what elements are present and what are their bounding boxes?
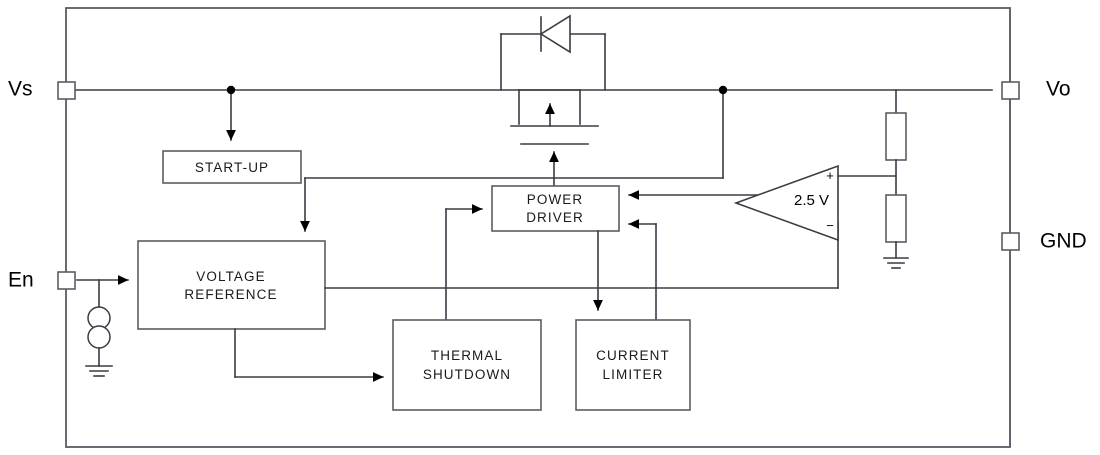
feedback-resistor-top xyxy=(885,112,907,161)
block-startup[interactable] xyxy=(162,150,302,184)
block-voltage-reference-label-2: REFERENCE xyxy=(184,287,277,302)
junction-dot-vs-startup xyxy=(226,85,236,95)
pin-pad-vs[interactable] xyxy=(57,81,76,100)
block-power-driver[interactable] xyxy=(491,185,620,232)
pin-pad-vo[interactable] xyxy=(1001,81,1020,100)
pin-pad-gnd[interactable] xyxy=(1001,232,1020,251)
block-voltage-reference-label-1: VOLTAGE xyxy=(196,269,265,284)
block-thermal-shutdown[interactable] xyxy=(392,319,542,411)
junction-dot-output-sense xyxy=(718,85,728,95)
pin-label-gnd: GND xyxy=(1040,230,1087,253)
pin-pad-en[interactable] xyxy=(57,271,76,290)
block-startup-label: START-UP xyxy=(195,160,269,175)
feedback-resistor-bottom xyxy=(885,194,907,243)
pin-label-vo: Vo xyxy=(1046,78,1071,101)
block-power-driver-label-2: DRIVER xyxy=(526,210,584,225)
block-current-limiter[interactable] xyxy=(575,319,691,411)
block-power-driver-label-1: POWER xyxy=(527,192,584,207)
current-source-circle-lower xyxy=(87,325,111,349)
opamp-plus-sign: + xyxy=(826,168,834,183)
block-voltage-reference[interactable] xyxy=(137,240,326,330)
error-amplifier-symbol[interactable] xyxy=(733,164,839,242)
body-diode-triangle xyxy=(539,14,571,54)
opamp-minus-sign: − xyxy=(826,218,834,233)
block-current-limiter-label-1: CURRENT xyxy=(596,348,670,363)
block-current-limiter-label-2: LIMITER xyxy=(603,367,664,382)
block-thermal-shutdown-label-2: SHUTDOWN xyxy=(423,367,511,382)
opamp-value-label: 2.5 V xyxy=(794,192,829,209)
pin-label-vs: Vs xyxy=(8,78,33,101)
pin-label-en: En xyxy=(8,269,34,292)
block-thermal-shutdown-label-1: THERMAL xyxy=(431,348,503,363)
